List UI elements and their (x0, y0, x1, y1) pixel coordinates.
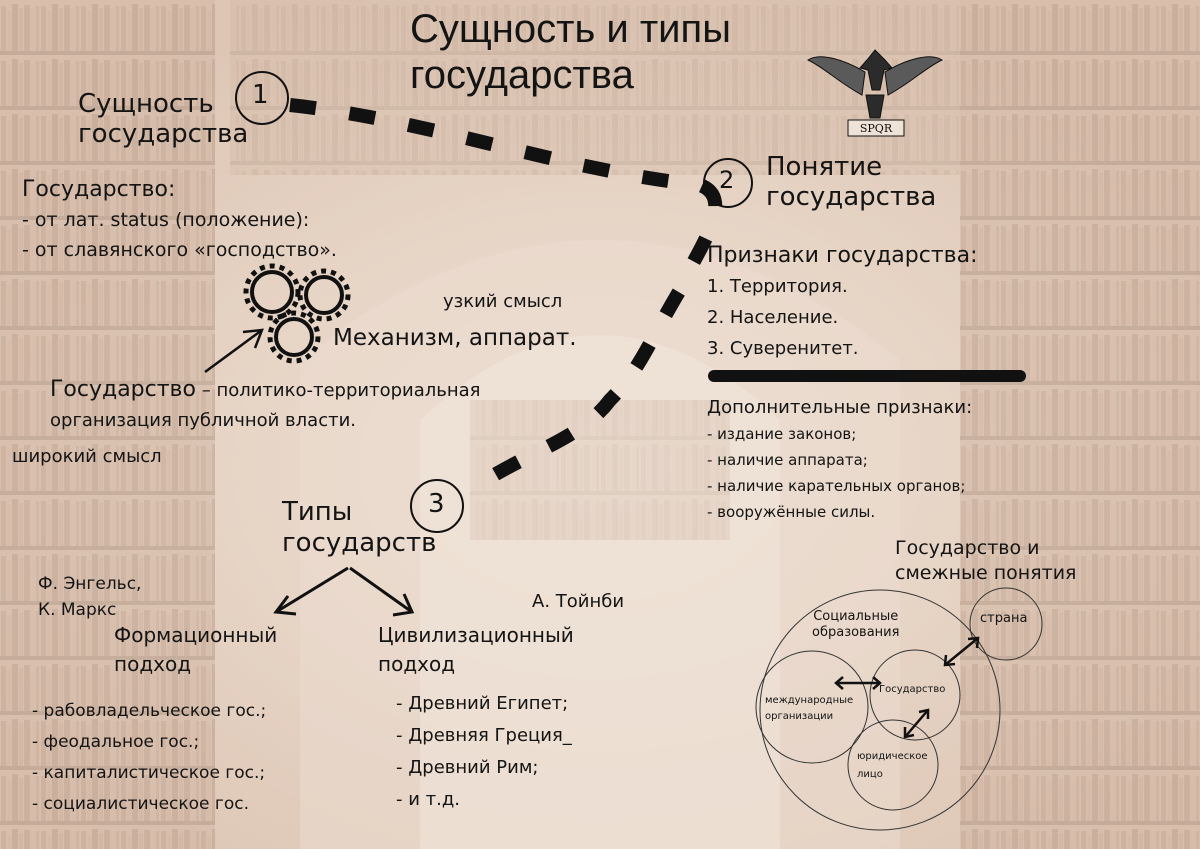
step-1-circle (235, 71, 289, 125)
state-definition-line1: Государство – политико-территориальная (50, 375, 481, 406)
etymology-line: - от славянского «господство». (22, 239, 337, 261)
signs-block: Признаки государства: 1. Территория. 2. … (707, 241, 978, 364)
social-formations-label: Социальные образования (812, 609, 899, 641)
emblem-banner-text: SPQR (860, 122, 893, 135)
etymology-title: Государство: (22, 177, 176, 202)
list-item: - Древняя Греция_ (396, 725, 572, 746)
state-label: Государство (879, 684, 946, 695)
list-item: - феодальное гос.; (32, 732, 200, 752)
civilizational-line1: Цивилизационный (378, 623, 574, 647)
concept-heading-line2: государства (766, 182, 937, 212)
timeline-path (289, 98, 723, 496)
legal-line2: лицо (857, 769, 883, 780)
eagle-emblem-icon (806, 49, 944, 137)
concept-heading-line1: Понятие (766, 152, 883, 182)
list-item: - рабовладельческое гос.; (32, 701, 267, 721)
step-2-circle (703, 158, 753, 208)
extra-sign-item: - наличие аппарата; (707, 451, 868, 469)
step-1-number: 1 (252, 80, 269, 110)
related-heading-line1: Государство и (895, 537, 1040, 559)
author-line: К. Маркс (38, 600, 117, 620)
etymology-line: - от лат. status (положение): (22, 209, 310, 231)
page-title-line2: государства (410, 53, 634, 97)
types-heading-line1: Типы (282, 497, 353, 527)
narrow-sense-label: узкий смысл (443, 291, 563, 312)
concept-heading: Понятие государства (766, 152, 936, 212)
social-line1: Социальные (813, 609, 899, 624)
extra-sign-item: - наличие карательных органов; (707, 477, 966, 495)
formational-list: - рабовладельческое гос.; - феодальное г… (32, 696, 266, 820)
definition-term: Государство (50, 377, 196, 402)
mechanism-label: Механизм, аппарат. (333, 325, 577, 351)
essence-heading: Сущность государства (78, 89, 248, 149)
intl-line2: организации (765, 711, 834, 722)
sign-item: 1. Территория. (707, 276, 848, 297)
author-line: Ф. Энгельс, (38, 574, 142, 594)
social-line2: образования (812, 625, 900, 640)
list-item: - Древний Египет; (396, 693, 569, 714)
country-label: страна (980, 611, 1028, 626)
extra-sign-item: - издание законов; (707, 425, 857, 443)
step-2-number: 2 (719, 166, 735, 194)
state-definition-line2: организация публичной власти. (50, 410, 356, 431)
state-definition: Государство – политико-территориальная о… (50, 375, 481, 436)
related-concepts-diagram (755, 587, 1043, 831)
extra-signs-block: Дополнительные признаки: - издание закон… (707, 395, 972, 525)
essence-heading-line2: государства (78, 119, 249, 149)
etymology-block: Государство: - от лат. status (положение… (22, 175, 337, 265)
civilizational-author: А. Тойнби (532, 591, 625, 612)
formational-approach-heading: Формационный подход (114, 621, 277, 679)
list-item: - и т.д. (396, 789, 461, 810)
intl-line1: международные (765, 695, 854, 706)
list-item: - социалистическое гос. (32, 794, 249, 814)
sign-item: 3. Суверенитет. (707, 338, 859, 359)
intl-org-label: международные организации (765, 693, 853, 725)
related-heading-line2: смежные понятия (895, 562, 1077, 584)
extra-signs-title: Дополнительные признаки: (707, 397, 973, 418)
formational-authors: Ф. Энгельс, К. Маркс (38, 571, 141, 623)
civilizational-line2: подход (378, 652, 456, 676)
divider-bar (708, 370, 1026, 382)
gears-icon (243, 263, 351, 364)
definition-rest: – политико-территориальная (196, 380, 481, 401)
list-item: - Древний Рим; (396, 757, 539, 778)
page-title: Сущность и типы государства (410, 6, 731, 98)
related-heading: Государство и смежные понятия (895, 536, 1076, 586)
civilizational-list: - Древний Египет; - Древняя Греция_ - Др… (396, 688, 572, 816)
types-heading-line2: государств (282, 528, 437, 558)
extra-sign-item: - вооружённые силы. (707, 503, 876, 521)
legal-entity-label: юридическое лицо (857, 748, 928, 784)
sign-item: 2. Население. (707, 307, 839, 328)
types-heading: Типы государств (282, 497, 436, 559)
civilizational-approach-heading: Цивилизационный подход (378, 621, 574, 679)
definition-arrow (204, 328, 264, 374)
broad-sense-label: широкий смысл (12, 446, 162, 467)
legal-line1: юридическое (857, 751, 928, 762)
signs-title: Признаки государства: (707, 243, 978, 268)
formational-line2: подход (114, 652, 192, 676)
relation-arrows (834, 636, 980, 739)
types-arrows (273, 566, 415, 617)
step-3-number: 3 (428, 489, 445, 519)
essence-heading-line1: Сущность (78, 89, 214, 119)
step-3-circle (410, 479, 464, 533)
page-title-line1: Сущность и типы (410, 7, 731, 51)
list-item: - капиталистическое гос.; (32, 763, 266, 783)
formational-line1: Формационный (114, 623, 278, 647)
